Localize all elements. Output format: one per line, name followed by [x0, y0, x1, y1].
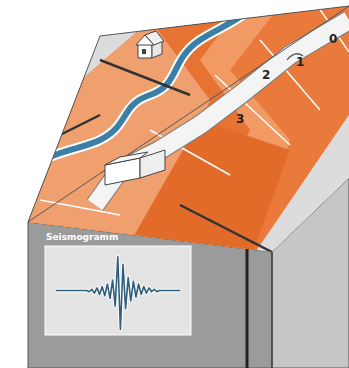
zone-number: 2 [262, 68, 270, 82]
bridge-building [105, 150, 165, 185]
seismogram-chart [44, 232, 192, 336]
seismogram-panel: Seismogramm [44, 232, 192, 336]
panel-title: Seismogramm [46, 232, 118, 242]
zone-number: 1 [296, 55, 304, 69]
block-edge [271, 252, 273, 368]
house-icon [136, 31, 164, 58]
zone-number: 3 [236, 112, 244, 126]
zone-number: 0 [329, 32, 337, 46]
landscape-surface [0, 0, 349, 260]
fault-line [246, 249, 249, 368]
